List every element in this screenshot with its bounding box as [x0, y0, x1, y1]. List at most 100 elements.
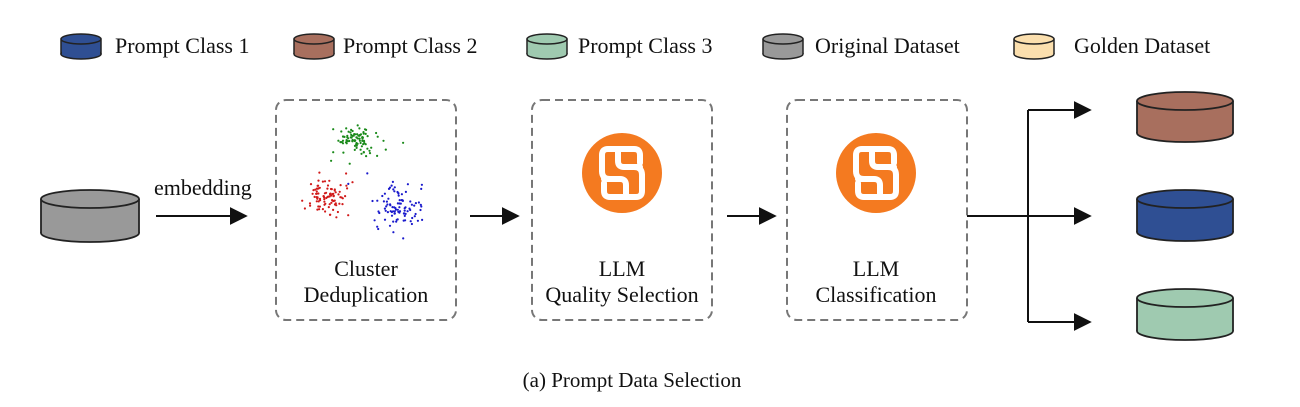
legend-label: Original Dataset [815, 33, 960, 58]
scatter-point [323, 180, 327, 183]
scatter-point [339, 141, 342, 144]
classification-label-line1: LLM [853, 256, 899, 281]
scatter-point [317, 192, 320, 195]
scatter-point [390, 214, 394, 217]
scatter-point [332, 128, 335, 131]
scatter-point [316, 184, 319, 187]
scatter-point [352, 134, 355, 137]
output-class2-cylinder-icon [1136, 91, 1234, 143]
scatter-point [360, 152, 363, 155]
scatter-point [416, 219, 419, 222]
scatter-point [385, 205, 388, 208]
scatter-point [419, 203, 422, 206]
scatter-point [400, 193, 403, 196]
scatter-point [398, 210, 402, 213]
original-cylinder-icon [762, 33, 804, 60]
scatter-point [391, 206, 394, 209]
scatter-point [389, 204, 392, 207]
scatter-point [420, 187, 423, 190]
scatter-point [417, 201, 420, 204]
scatter-point [366, 147, 369, 150]
scatter-point [317, 205, 320, 208]
scatter-point [335, 216, 338, 219]
scatter-point [376, 225, 379, 228]
scatter-point [365, 128, 368, 131]
legend-item-original: Original Dataset [762, 33, 960, 60]
scatter-point [330, 194, 333, 197]
scatter-point [353, 144, 357, 147]
scatter-point [346, 136, 349, 139]
scatter-point [323, 200, 326, 203]
scatter-point [331, 199, 334, 202]
scatter-point [365, 155, 368, 158]
scatter-point [316, 208, 319, 211]
scatter-point [403, 212, 406, 215]
scatter-point [361, 139, 364, 142]
scatter-point [370, 146, 373, 149]
scatter-point [398, 199, 401, 202]
cluster-label-line1: Cluster [334, 256, 398, 281]
scatter-point [368, 152, 372, 155]
scatter-point [337, 193, 340, 196]
scatter-point [396, 208, 399, 211]
legend-item-class3: Prompt Class 3 [526, 33, 712, 60]
scatter-point [327, 206, 330, 209]
scatter-point [344, 141, 348, 144]
scatter-point [324, 210, 327, 213]
scatter-point [346, 187, 349, 190]
scatter-point [397, 192, 400, 195]
scatter-point [349, 131, 352, 134]
scatter-point [344, 195, 347, 198]
scatter-point [394, 208, 398, 211]
scatter-point [419, 208, 422, 212]
scatter-point [317, 179, 320, 182]
scatter-point [411, 216, 414, 220]
scatter-point [353, 148, 356, 151]
scatter-point [384, 148, 387, 151]
scatter-point [414, 212, 417, 216]
scatter-point [362, 151, 365, 154]
scatter-point [358, 139, 361, 142]
scatter-point [398, 206, 401, 209]
scatter-point [332, 151, 335, 154]
scatter-point [347, 214, 350, 217]
scatter-point [382, 139, 385, 142]
scatter-point [301, 199, 304, 202]
scatter-point [420, 205, 423, 208]
scatter-point [377, 227, 380, 231]
scatter-point [318, 208, 321, 211]
scatter-point [322, 195, 325, 198]
scatter-point [330, 159, 333, 162]
scatter-point [362, 132, 365, 135]
scatter-point [383, 218, 387, 221]
scatter-point [342, 151, 345, 154]
scatter-point [348, 139, 351, 143]
scatter-point [321, 208, 324, 211]
scatter-point [318, 171, 321, 174]
scatter-point [413, 204, 416, 207]
scatter-point [340, 130, 343, 133]
scatter-point [325, 191, 328, 194]
classification-stage: LLM Classification [786, 99, 968, 321]
scatter-point [396, 218, 399, 221]
embedding-label: embedding [154, 175, 252, 200]
scatter-point [382, 200, 385, 203]
scatter-point [330, 201, 333, 204]
scatter-point [332, 208, 335, 211]
scatter-point [403, 209, 406, 212]
golden-cylinder-icon [1013, 33, 1055, 60]
scatter-point [359, 141, 362, 145]
scatter-point [376, 199, 379, 202]
scatter-point [398, 202, 401, 205]
legend-item-golden: Golden Dataset [1013, 33, 1210, 60]
scatter-point [345, 184, 348, 187]
scatter-point [329, 187, 333, 191]
scatter-point [345, 172, 348, 175]
scatter-point [409, 200, 412, 203]
class1-cylinder-icon [60, 33, 102, 60]
scatter-point [308, 202, 312, 205]
scatter-point [373, 219, 376, 222]
scatter-point [355, 146, 358, 149]
scatter-point [393, 190, 396, 193]
scatter-point [392, 188, 395, 191]
